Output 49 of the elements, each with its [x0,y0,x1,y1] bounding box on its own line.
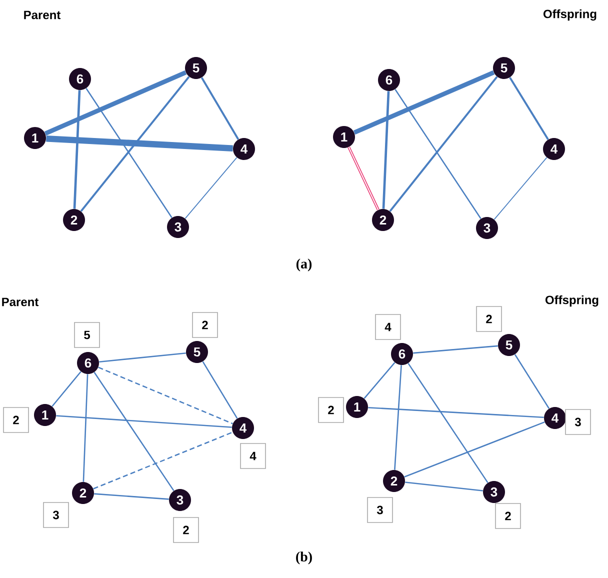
connecting-line [52,371,82,407]
connecting-line [56,415,232,428]
connecting-line [413,345,498,354]
degree-box: 2 [318,397,344,423]
connecting-line [382,91,390,209]
connecting-line [408,362,488,484]
connecting-line [46,135,233,152]
title-label: Offspring [546,295,598,307]
connecting-line [73,90,81,209]
degree-box: 2 [476,306,502,332]
connecting-line [94,493,169,500]
panel-label: (a) [296,258,312,272]
connecting-line [94,372,174,492]
connecting-line [389,76,498,212]
degree-box: 4 [375,314,401,340]
connecting-line [405,482,483,492]
degree-box: 3 [43,502,69,528]
connecting-line [82,374,88,482]
degree-box: 3 [565,409,591,435]
connecting-line [98,366,233,424]
connecting-line [509,77,549,140]
title-label: Parent [24,10,61,20]
connecting-line [44,70,187,136]
panel-label: (b) [296,552,312,564]
connecting-line [348,146,380,210]
degree-box: 5 [74,322,100,348]
connecting-line [99,352,186,363]
degree-box: 2 [3,407,29,433]
connecting-line [184,157,238,219]
degree-box: 3 [367,497,393,523]
connecting-line [404,421,545,478]
connecting-line [202,361,238,419]
connecting-line [394,88,482,220]
connecting-line [200,77,240,140]
title-label: Parent [2,298,39,306]
degree-box: 2 [173,517,199,543]
title-label: Offspring [544,9,596,21]
degree-box: 4 [240,443,266,469]
connecting-line [93,432,233,490]
connecting-line [86,88,172,218]
connecting-line [80,76,190,212]
connecting-line [494,157,548,220]
connecting-line [353,70,495,135]
connecting-line [368,406,544,418]
degree-box: 2 [495,503,521,529]
connecting-line [514,354,550,409]
connecting-line [394,365,402,470]
connecting-line [364,362,396,399]
degree-box: 2 [192,312,218,338]
